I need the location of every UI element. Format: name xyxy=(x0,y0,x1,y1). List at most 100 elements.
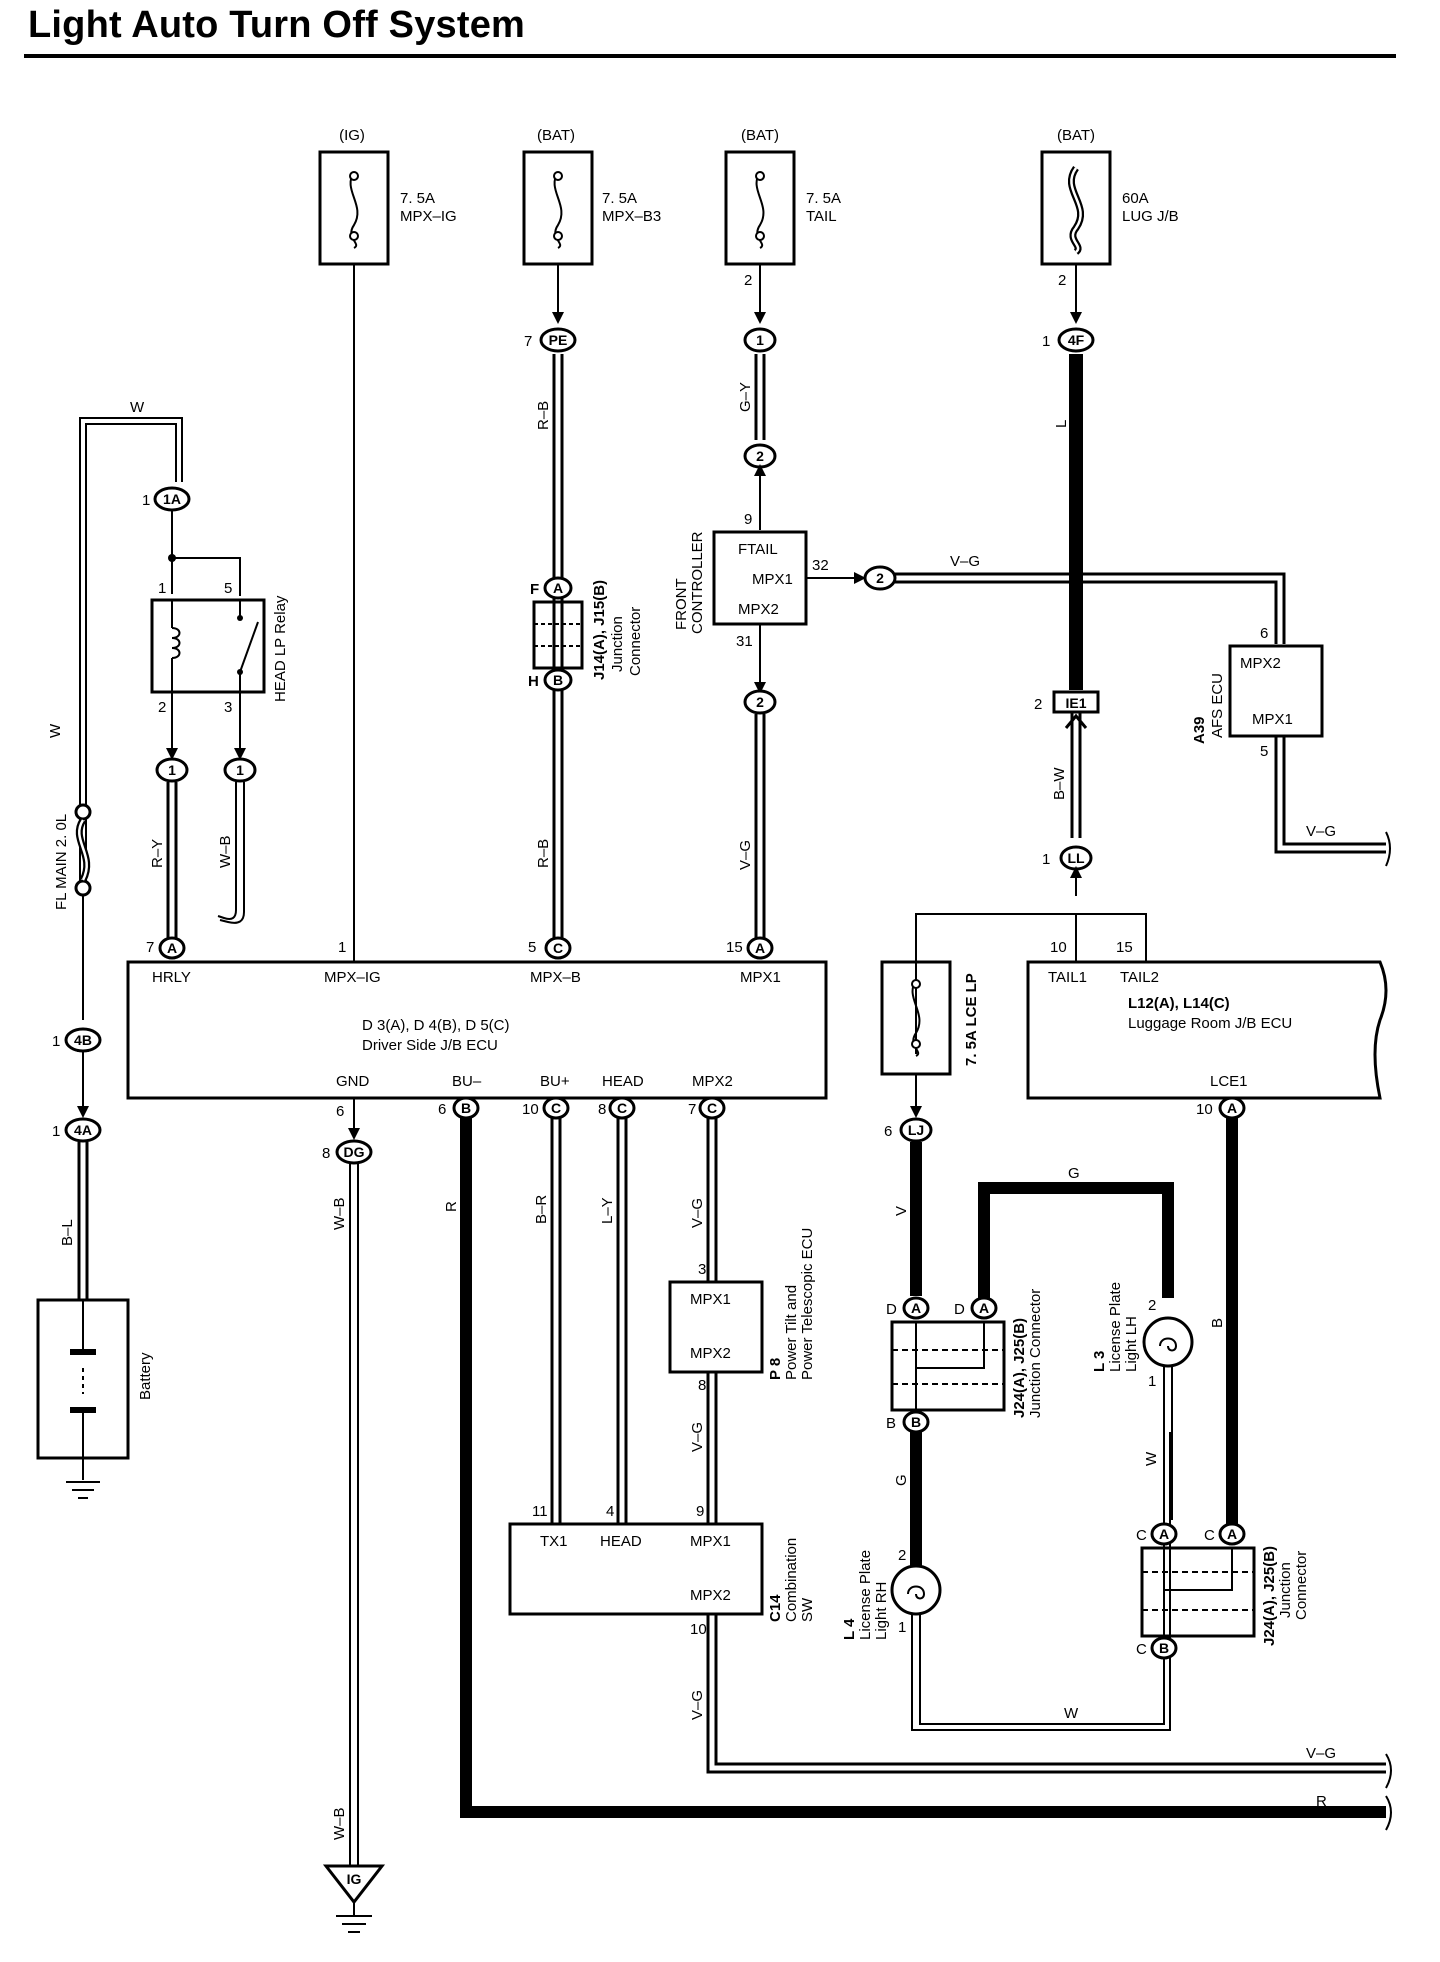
connector-1A: 1 1A xyxy=(142,486,191,512)
license-plate-light-rh: 2 1 L 4 License Plate Light RH xyxy=(841,1547,942,1640)
svg-text:2: 2 xyxy=(1034,696,1042,713)
connector-fc-out: 2 xyxy=(863,565,897,591)
svg-text:7: 7 xyxy=(146,939,154,956)
svg-text:IE1: IE1 xyxy=(1065,695,1086,711)
svg-text:MPX2: MPX2 xyxy=(690,1345,731,1362)
svg-text:4A: 4A xyxy=(74,1122,92,1138)
junction-j24-lower: C A C A C B J24(A), J25(B) Junction Conn… xyxy=(1136,1522,1310,1660)
svg-text:1: 1 xyxy=(168,762,176,778)
svg-text:4: 4 xyxy=(606,1503,614,1520)
svg-text:5: 5 xyxy=(528,939,536,956)
title-rule xyxy=(24,54,1396,58)
svg-text:Power Tilt and: Power Tilt and xyxy=(783,1285,800,1380)
svg-text:Junction Connector: Junction Connector xyxy=(1027,1289,1044,1418)
svg-text:HEAD: HEAD xyxy=(600,1533,642,1550)
svg-text:MPX1: MPX1 xyxy=(752,571,793,588)
svg-text:F: F xyxy=(530,581,539,598)
svg-text:A: A xyxy=(1159,1526,1169,1542)
svg-text:10: 10 xyxy=(1196,1101,1213,1118)
wire-label-wb2: W–B xyxy=(331,1197,348,1230)
luggage-jb-ecu: TAIL1 TAIL2 10 15 L12(A), L14(C) Luggage… xyxy=(1026,939,1388,1120)
connector-LL: 1 LL xyxy=(1042,845,1093,871)
svg-text:MPX2: MPX2 xyxy=(738,601,779,618)
svg-text:11: 11 xyxy=(532,1503,548,1520)
fuse-pin: 2 xyxy=(1058,272,1066,289)
svg-text:Power Telescopic ECU: Power Telescopic ECU xyxy=(799,1228,816,1380)
svg-text:MPX2: MPX2 xyxy=(1240,655,1281,672)
svg-text:Light LH: Light LH xyxy=(1123,1316,1140,1372)
svg-text:15: 15 xyxy=(1116,939,1133,956)
svg-text:TAIL2: TAIL2 xyxy=(1120,969,1159,986)
battery: Battery xyxy=(36,1298,154,1480)
svg-text:1A: 1A xyxy=(163,491,181,507)
connector-DG: 8 DG xyxy=(322,1139,373,1165)
wire-label-w4: W xyxy=(1143,1451,1160,1466)
svg-text:LJ: LJ xyxy=(908,1122,924,1138)
wire-label-br: B–R xyxy=(533,1195,550,1224)
svg-text:SW: SW xyxy=(799,1597,816,1622)
svg-text:6: 6 xyxy=(336,1103,344,1120)
wire-label-g2: G xyxy=(893,1474,910,1486)
svg-text:MPX–B: MPX–B xyxy=(530,969,581,986)
connector-relay-1: 1 xyxy=(155,757,189,783)
driver-jb-ecu: D 3(A), D 4(B), D 5(C) Driver Side J/B E… xyxy=(126,936,828,1120)
svg-text:LCE1: LCE1 xyxy=(1210,1073,1248,1090)
svg-text:HRLY: HRLY xyxy=(152,969,191,986)
svg-text:FTAIL: FTAIL xyxy=(738,541,778,558)
fuse-name: MPX–IG xyxy=(400,208,457,225)
svg-text:A: A xyxy=(1227,1100,1237,1116)
svg-text:MPX1: MPX1 xyxy=(740,969,781,986)
svg-text:31: 31 xyxy=(736,633,753,650)
svg-text:TAIL1: TAIL1 xyxy=(1048,969,1087,986)
wire-label-b: B xyxy=(1209,1318,1226,1328)
svg-text:10: 10 xyxy=(522,1101,539,1118)
wire-label-rb2: R–B xyxy=(535,839,552,868)
svg-text:1: 1 xyxy=(338,939,346,956)
wire-label-w3: W xyxy=(1064,1705,1079,1722)
svg-text:BU–: BU– xyxy=(452,1073,482,1090)
afs-ecu: MPX2 MPX1 6 5 A39 AFS ECU xyxy=(1191,625,1324,760)
svg-text:7. 5A LCE LP: 7. 5A LCE LP xyxy=(963,973,980,1066)
svg-text:A: A xyxy=(167,940,177,956)
ground-battery xyxy=(66,1481,100,1499)
wire-label-bl: B–L xyxy=(59,1219,76,1246)
svg-text:1: 1 xyxy=(898,1619,906,1636)
svg-text:6: 6 xyxy=(1260,625,1268,642)
combination-sw: TX1 HEAD MPX1 MPX2 11 4 9 10 C14 Combina… xyxy=(508,1503,816,1638)
connector-IE1: 2 IE1 xyxy=(1034,690,1100,714)
svg-text:32: 32 xyxy=(812,557,829,574)
svg-text:MPX1: MPX1 xyxy=(690,1533,731,1550)
fuse-source: (IG) xyxy=(339,127,365,144)
svg-text:DG: DG xyxy=(344,1144,365,1160)
fuse-rating: 7. 5A xyxy=(602,190,637,207)
wire-label-rb: R–B xyxy=(535,401,552,430)
svg-text:8: 8 xyxy=(322,1145,330,1162)
svg-text:TX1: TX1 xyxy=(540,1533,568,1550)
svg-text:2: 2 xyxy=(876,570,884,586)
svg-text:2: 2 xyxy=(756,694,764,710)
wire-label-r: R xyxy=(443,1201,460,1212)
wire-label-w2: W xyxy=(47,723,64,738)
wire-label-ly: L–Y xyxy=(599,1197,616,1224)
svg-text:1: 1 xyxy=(1042,851,1050,868)
fuse-lce-lp: 7. 5A LCE LP xyxy=(880,960,980,1076)
svg-text:FL MAIN 2. 0L: FL MAIN 2. 0L xyxy=(53,814,70,910)
svg-text:1: 1 xyxy=(1042,333,1050,350)
svg-text:9: 9 xyxy=(744,511,752,528)
svg-text:D 3(A), D 4(B), D 5(C): D 3(A), D 4(B), D 5(C) xyxy=(362,1017,510,1034)
connector-fc-in: 2 xyxy=(743,689,777,715)
wire-label-vg2: V–G xyxy=(737,840,754,870)
svg-text:C: C xyxy=(1136,1527,1147,1544)
svg-text:1: 1 xyxy=(756,332,764,348)
fuse-mpx-b3: (BAT) 7. 5A MPX–B3 xyxy=(522,127,661,266)
svg-text:License Plate: License Plate xyxy=(1107,1282,1124,1372)
svg-text:C: C xyxy=(1136,1641,1147,1658)
svg-text:Junction: Junction xyxy=(1277,1562,1294,1618)
svg-text:1: 1 xyxy=(142,492,150,509)
wire-label-vg6: V–G xyxy=(689,1690,706,1720)
svg-text:1: 1 xyxy=(52,1123,60,1140)
svg-text:B: B xyxy=(1159,1640,1169,1656)
svg-text:C: C xyxy=(617,1100,627,1116)
svg-text:B: B xyxy=(886,1415,896,1432)
svg-text:D: D xyxy=(886,1301,897,1318)
